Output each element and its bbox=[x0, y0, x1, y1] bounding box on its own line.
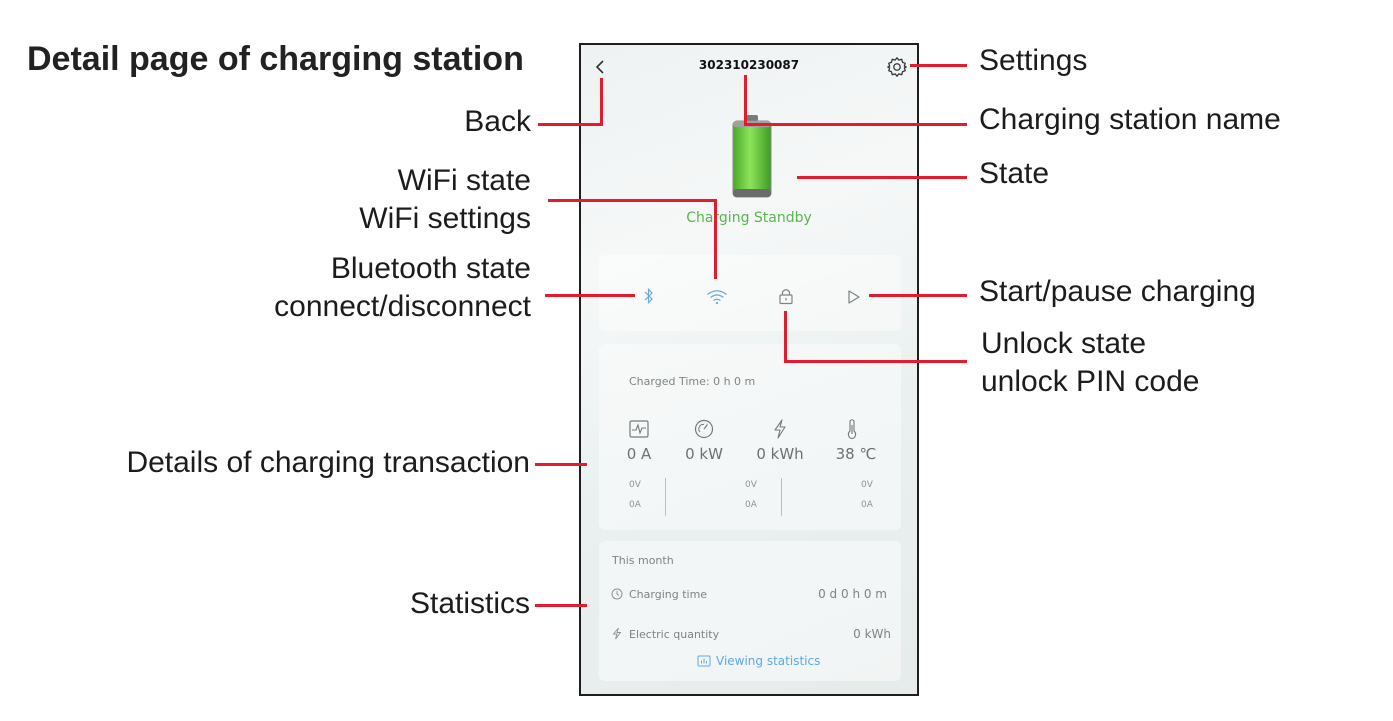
callout-line-name bbox=[744, 123, 967, 126]
control-card bbox=[599, 255, 901, 331]
label-statistics: Statistics bbox=[409, 587, 530, 620]
lock-icon[interactable] bbox=[778, 287, 794, 305]
phase1-current: 0A bbox=[629, 500, 641, 510]
callout-line-name bbox=[744, 75, 747, 126]
label-unlock-state: Unlock state bbox=[981, 327, 1147, 360]
electric-quantity-label: Electric quantity bbox=[629, 628, 720, 641]
charging-status: Charging Standby bbox=[686, 210, 812, 226]
page-heading: Detail page of charging station bbox=[27, 40, 524, 78]
callout-line-start-pause bbox=[869, 294, 967, 297]
label-settings: Settings bbox=[979, 44, 1088, 77]
battery-icon bbox=[732, 115, 772, 198]
metric-current: 0 A bbox=[626, 445, 652, 463]
phone-screen: 302310230087 Charging Standby bbox=[579, 43, 919, 696]
label-unlock-pin: unlock PIN code bbox=[981, 365, 1200, 398]
wifi-icon[interactable] bbox=[706, 289, 728, 305]
callout-line-unlock bbox=[784, 311, 787, 363]
stats-period: This month bbox=[612, 554, 674, 567]
bluetooth-icon[interactable] bbox=[643, 287, 655, 305]
lightning-small-icon bbox=[612, 627, 622, 640]
label-transaction-details: Details of charging transaction bbox=[126, 446, 530, 479]
phase3-voltage: 0V bbox=[861, 480, 873, 490]
callout-line-settings bbox=[910, 64, 967, 67]
label-bluetooth-state: Bluetooth state bbox=[330, 252, 531, 285]
phase3-current: 0A bbox=[861, 500, 873, 510]
label-start-pause: Start/pause charging bbox=[979, 275, 1256, 308]
lightning-icon bbox=[774, 419, 786, 439]
callout-line-back bbox=[600, 78, 603, 126]
callout-line-wifi bbox=[714, 199, 717, 279]
callout-line-state bbox=[797, 176, 967, 179]
phase1-voltage: 0V bbox=[629, 480, 641, 490]
thermometer-icon bbox=[847, 419, 857, 440]
callout-line-unlock bbox=[784, 360, 967, 363]
label-bluetooth-connect: connect/disconnect bbox=[274, 290, 531, 323]
transaction-card: Charged Time: 0 h 0 m 0 A 0 kW 0 kWh 38 … bbox=[599, 344, 901, 530]
statistics-card: This month Charging time 0 d 0 h 0 m Ele… bbox=[599, 541, 901, 681]
bar-chart-icon[interactable] bbox=[697, 655, 711, 667]
viewing-statistics-link[interactable]: Viewing statistics bbox=[716, 654, 821, 668]
metric-power: 0 kW bbox=[685, 445, 723, 463]
label-wifi-state: WiFi state bbox=[397, 164, 531, 197]
phase2-current: 0A bbox=[745, 500, 757, 510]
station-id: 302310230087 bbox=[698, 58, 800, 72]
metric-temperature: 38 ℃ bbox=[835, 445, 877, 463]
charging-time-label: Charging time bbox=[629, 588, 708, 601]
callout-line-back bbox=[538, 123, 603, 126]
charging-time-value: 0 d 0 h 0 m bbox=[818, 587, 887, 601]
waveform-icon bbox=[629, 420, 649, 438]
phase-divider bbox=[665, 478, 666, 516]
electric-quantity-value: 0 kWh bbox=[853, 627, 891, 641]
back-chevron-icon[interactable] bbox=[595, 60, 605, 74]
metric-energy: 0 kWh bbox=[756, 445, 804, 463]
callout-line-wifi bbox=[548, 199, 717, 202]
callout-line-statistics bbox=[535, 604, 587, 607]
play-icon[interactable] bbox=[847, 289, 861, 305]
phase-divider bbox=[781, 478, 782, 516]
callout-line-details bbox=[535, 463, 587, 466]
callout-line-bluetooth bbox=[545, 294, 635, 297]
phase2-voltage: 0V bbox=[745, 480, 757, 490]
charged-time: Charged Time: 0 h 0 m bbox=[629, 375, 756, 388]
gauge-icon bbox=[694, 419, 714, 439]
clock-icon bbox=[611, 588, 623, 600]
label-state: State bbox=[979, 157, 1050, 190]
settings-gear-icon[interactable] bbox=[886, 56, 908, 78]
label-back: Back bbox=[464, 105, 531, 138]
label-wifi-settings: WiFi settings bbox=[359, 202, 531, 235]
label-station-name: Charging station name bbox=[979, 103, 1281, 136]
